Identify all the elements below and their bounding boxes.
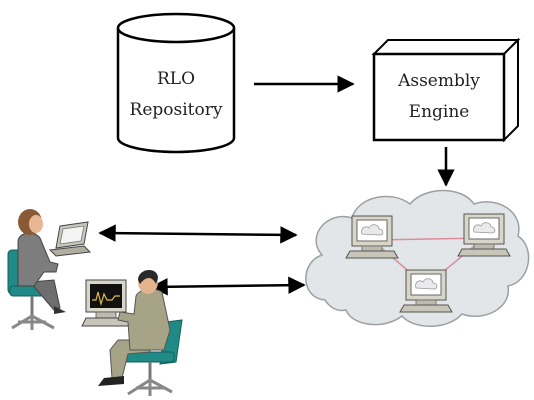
repository-label-line2: Repository [130,100,223,120]
man-at-computer-icon [81,269,183,396]
engine-label-line2: Engine [409,102,470,122]
computer-icon [345,215,399,259]
cloud-network-icon [305,189,530,327]
repository-label-line1: RLO [157,69,195,89]
engine-label-line1: Assembly [397,71,480,91]
arrow-man-network [150,276,306,296]
arrow-woman-network [98,224,298,244]
computer-icon [457,213,511,257]
database-cylinder-icon [116,28,236,154]
3d-box-icon [371,37,521,143]
repository-node: RLO Repository [116,12,236,154]
engine-node: Assembly Engine [371,37,521,143]
computer-icon [399,269,453,313]
woman-with-laptop-icon [7,209,92,330]
